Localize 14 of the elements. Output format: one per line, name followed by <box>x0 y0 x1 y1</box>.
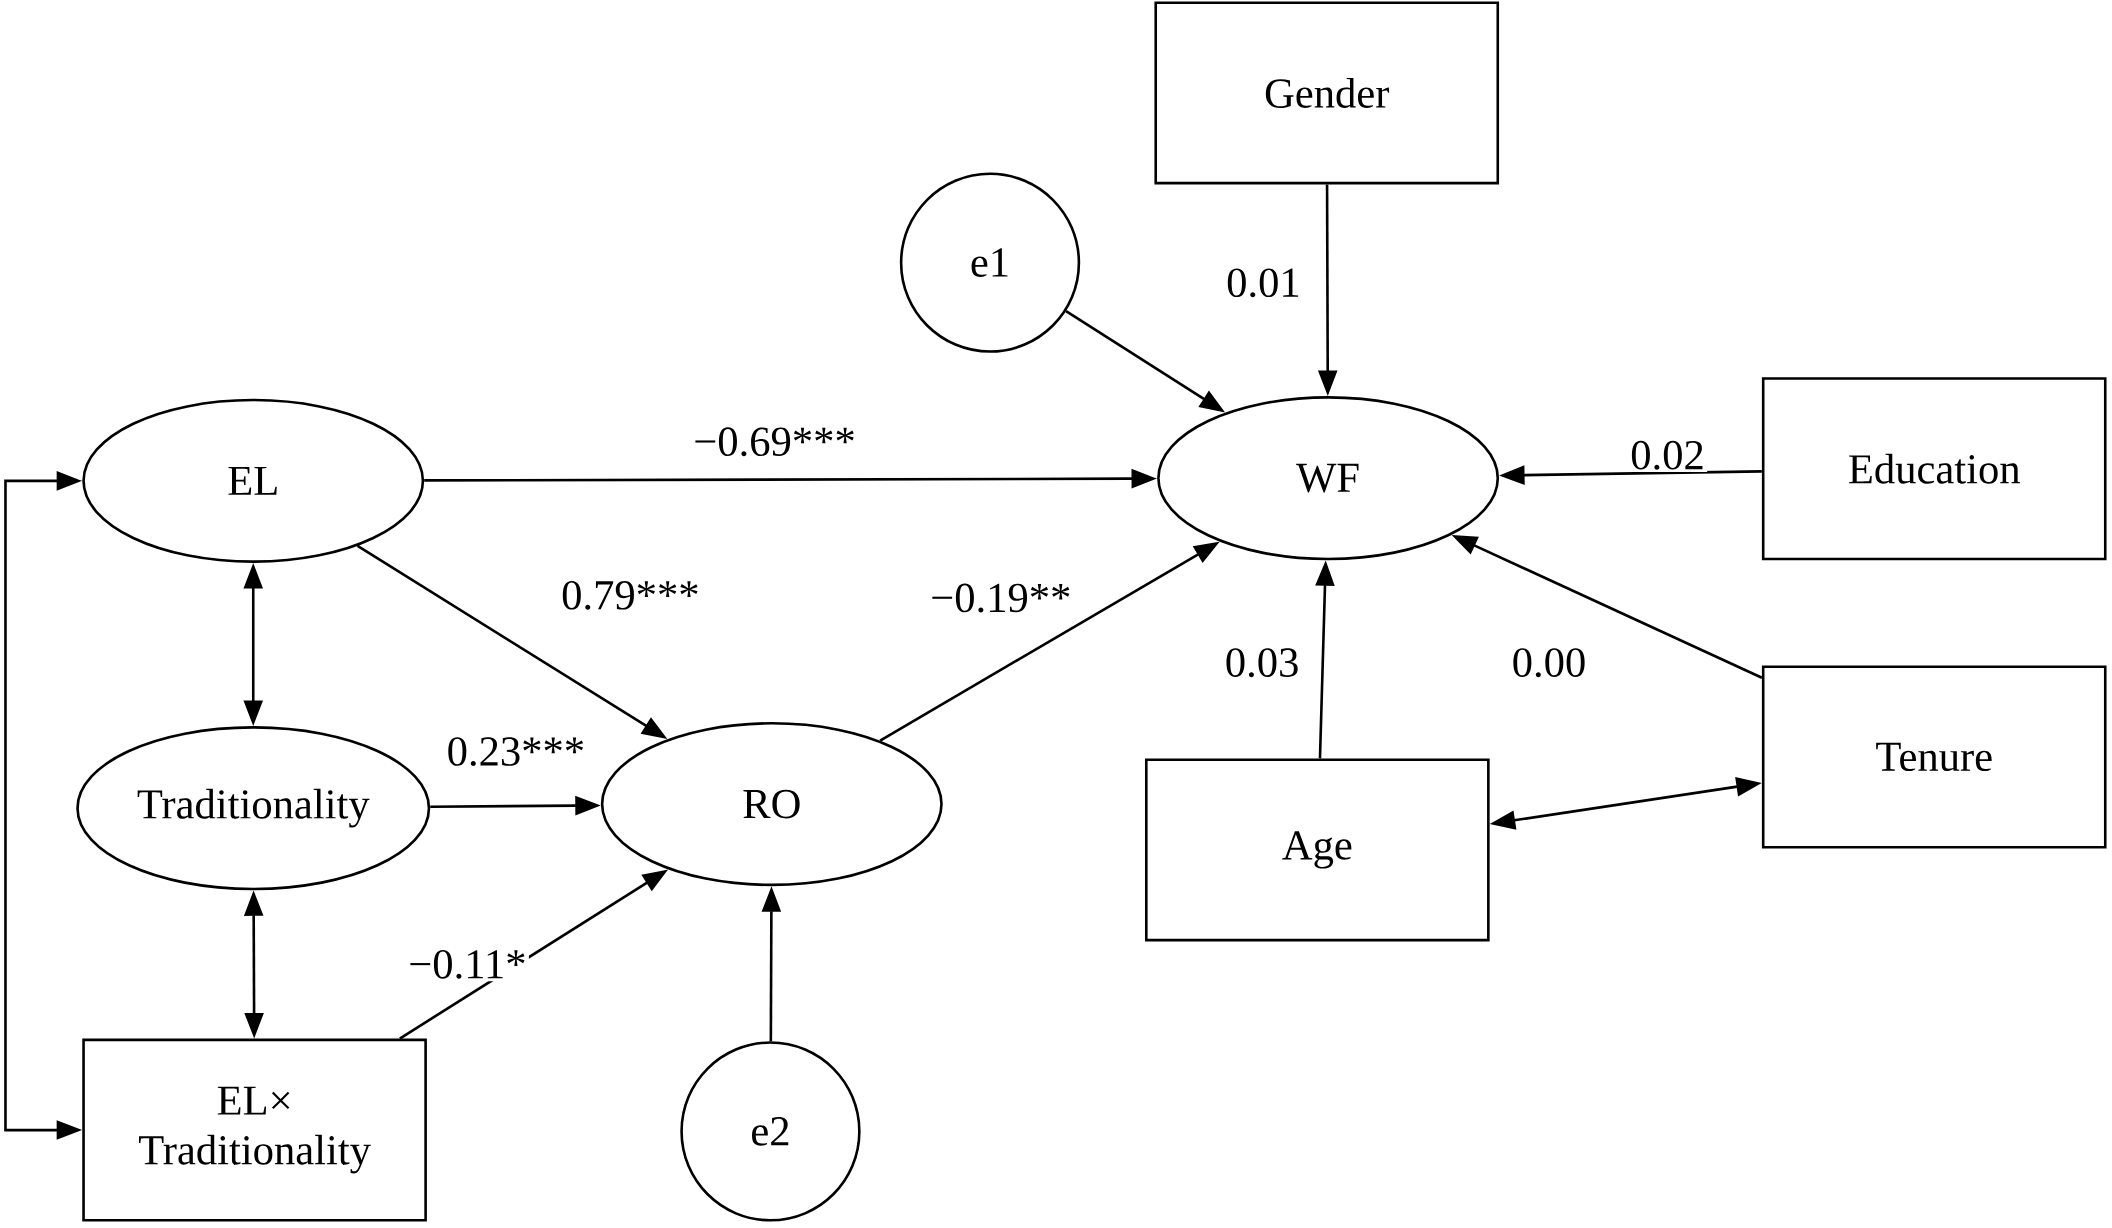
variable-box: Age <box>1145 758 1490 942</box>
edge-label: 0.02 <box>1627 438 1708 472</box>
edge-label: −0.19** <box>927 581 1074 615</box>
edge-label: −0.69*** <box>690 424 859 459</box>
edge-label: 0.00 <box>1509 645 1589 680</box>
variable-box: EL× Traditionality <box>82 1038 427 1222</box>
edge-label: −0.11* <box>405 947 529 982</box>
edge-label: 0.01 <box>1223 265 1304 300</box>
edge-label: 0.23*** <box>444 734 588 769</box>
edge-label: 0.79*** <box>558 578 702 612</box>
variable-box: Education <box>1761 377 2107 561</box>
variable-box: Gender <box>1154 1 1500 185</box>
edge-label: 0.03 <box>1222 645 1302 680</box>
variable-box: Tenure <box>1761 665 2107 849</box>
